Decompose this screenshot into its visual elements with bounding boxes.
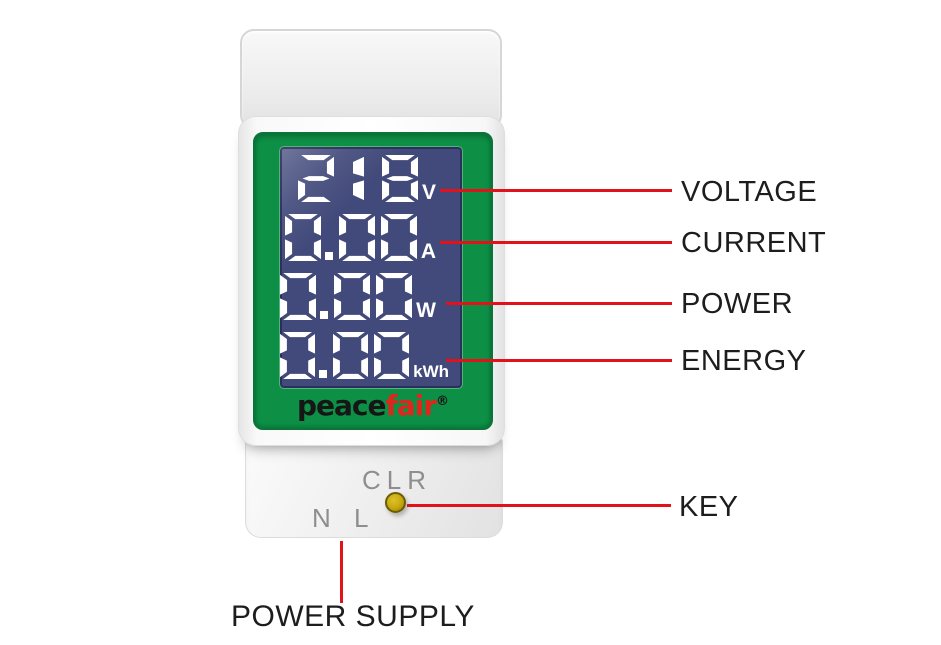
clr-label: CLR — [362, 465, 433, 495]
power-supply-label: POWER SUPPLY — [231, 600, 475, 633]
voltage-pointer-line — [440, 189, 672, 192]
power-pointer-line — [446, 302, 672, 305]
lcd-digit-0 — [280, 273, 317, 320]
lcd-digit-8 — [381, 155, 418, 202]
energy-label: ENERGY — [681, 345, 807, 377]
device-top-tab — [240, 29, 502, 129]
energy-pointer-line — [446, 359, 672, 362]
lcd-digit-0 — [334, 273, 371, 320]
current-label: CURRENT — [681, 227, 827, 259]
lcd-digit-0 — [374, 332, 410, 379]
lcd-digit-0 — [380, 214, 417, 261]
voltage-label: VOLTAGE — [681, 176, 818, 208]
lcd-digit-0 — [279, 332, 316, 379]
lcd-decimal-point — [320, 311, 329, 319]
registered-trademark-icon: ® — [436, 394, 449, 409]
lcd-unit-a: A — [420, 240, 436, 264]
key-pointer-line — [407, 504, 671, 507]
lcd-row-v: V — [280, 149, 462, 208]
lcd-digit-0 — [338, 214, 375, 261]
brand-logo: peacefair® — [255, 392, 491, 420]
key-label: KEY — [679, 491, 739, 523]
brand-fair-text: fair — [385, 389, 437, 422]
clr-key-button[interactable] — [385, 492, 406, 513]
lcd-digit-2 — [297, 155, 334, 202]
lcd-row-w: W — [280, 267, 462, 326]
lcd-digit-0 — [284, 214, 321, 261]
current-pointer-line — [440, 241, 672, 244]
lcd-decimal-point — [324, 252, 333, 260]
device-bottom-section: CLR N L — [245, 438, 503, 538]
terminal-labels: N L — [312, 503, 377, 533]
lcd-decimal-point — [319, 370, 327, 378]
lcd-digit-0 — [376, 273, 413, 320]
brand-peace-text: peace — [297, 389, 387, 422]
lcd-digit-0 — [332, 332, 368, 379]
power-supply-pointer-line — [340, 541, 343, 603]
lcd-unit-kwh: kWh — [413, 361, 449, 381]
lcd-row-a: A — [280, 208, 462, 267]
power-label: POWER — [681, 288, 794, 320]
lcd-digit-1 — [352, 156, 364, 201]
lcd-unit-w: W — [416, 299, 436, 323]
lcd-row-kwh: kWh — [279, 326, 462, 385]
lcd-unit-v: V — [421, 181, 436, 205]
